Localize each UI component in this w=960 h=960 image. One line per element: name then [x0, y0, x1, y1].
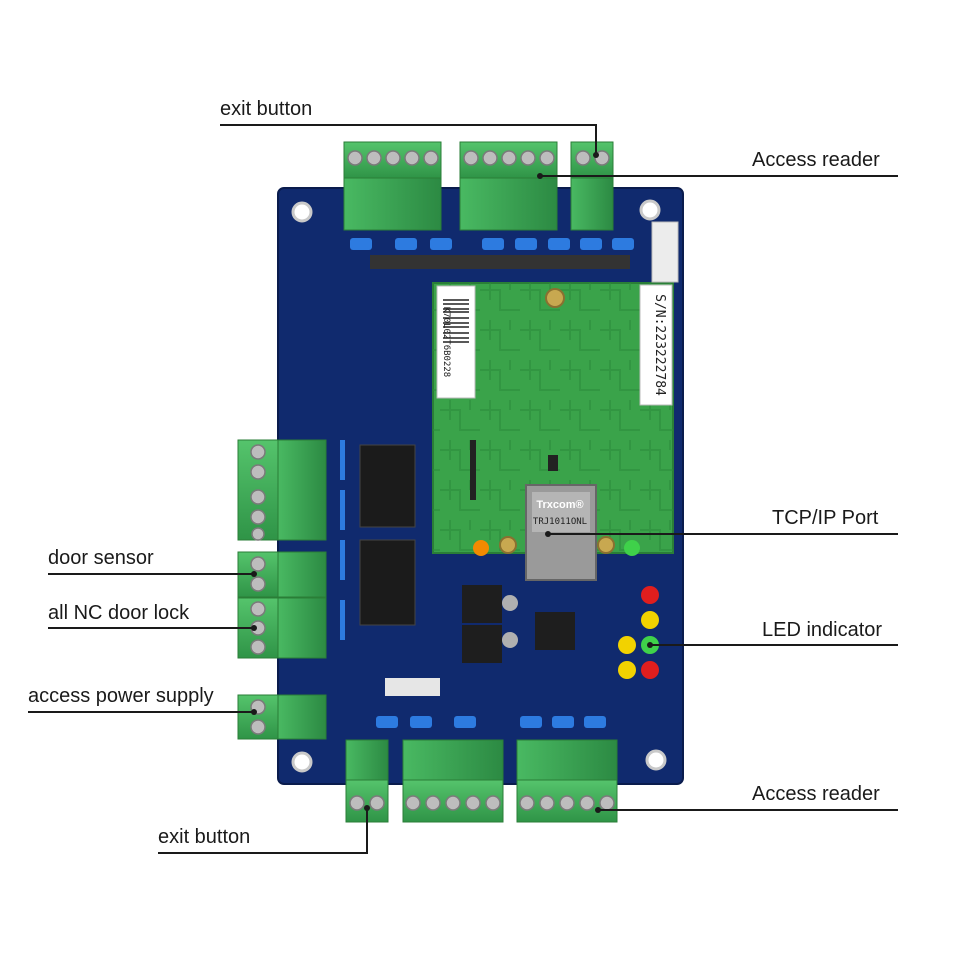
led-yellow-2	[618, 636, 636, 654]
relays	[359, 444, 416, 626]
label-led-indicator: LED indicator	[762, 619, 883, 641]
ethernet-model-text: TRJ1011ONL	[533, 517, 587, 527]
line-exit-button-top	[220, 124, 597, 155]
regulators	[385, 585, 575, 696]
label-door-sensor: door sensor	[48, 547, 154, 569]
label-exit-button-top: exit button	[220, 98, 313, 120]
header-pins-top	[350, 238, 634, 250]
jumpers-left	[340, 440, 345, 640]
led-red-1	[641, 586, 659, 604]
mounting-holes	[291, 199, 667, 773]
ethernet-brand-text: Trxcom®	[536, 499, 583, 511]
barcode-text: K70L02T6B0228	[441, 307, 451, 377]
led-red-2	[641, 661, 659, 679]
label-access-power-supply: access power supply	[28, 685, 214, 707]
terminal-left-4	[237, 694, 327, 740]
leader-dots	[251, 152, 653, 813]
pin-row-top	[370, 255, 630, 269]
led-yellow-3	[618, 661, 636, 679]
label-tcp-ip-port: TCP/IP Port	[772, 507, 879, 529]
label-all-nc-door-lock: all NC door lock	[48, 602, 190, 624]
bottom-jumpers	[376, 716, 606, 728]
label-access-reader-top: Access reader	[752, 149, 880, 171]
tcp-ip-module	[432, 282, 674, 581]
screws-top	[347, 150, 610, 166]
terminal-top-right	[570, 141, 614, 231]
line-exit-button-bottom	[158, 808, 368, 854]
screws-left	[250, 444, 266, 735]
led-yellow-1	[641, 611, 659, 629]
white-connector	[651, 221, 679, 283]
leader-lines	[28, 124, 898, 854]
serial-number-text: S/N:223222784	[652, 294, 667, 396]
label-exit-button-bottom: exit button	[158, 826, 251, 848]
screws-bottom	[349, 795, 615, 811]
label-access-reader-bottom: Access reader	[752, 783, 880, 805]
